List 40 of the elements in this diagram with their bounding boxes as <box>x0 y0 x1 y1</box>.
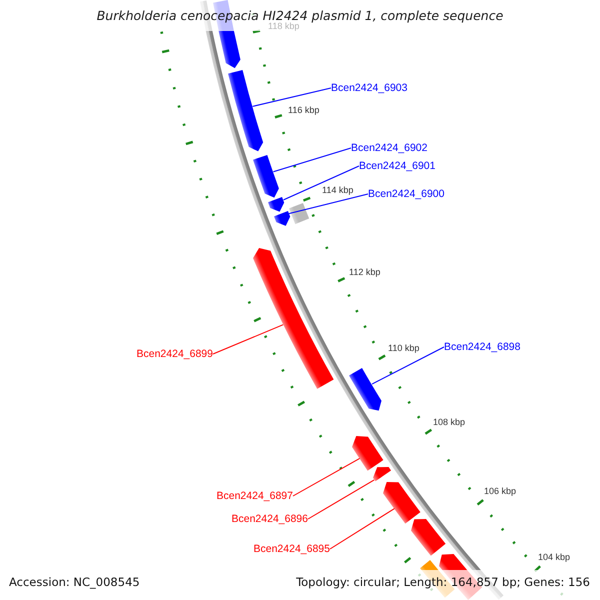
leader-line <box>292 458 360 496</box>
gene-feature <box>383 482 421 524</box>
gene-feature <box>274 210 290 226</box>
gene-label: Bcen2424_6902 <box>351 142 428 154</box>
gene-feature <box>352 436 384 470</box>
gene-label: Bcen2424_6903 <box>331 82 408 94</box>
gene-feature <box>410 518 446 556</box>
gene-label: Bcen2424_6899 <box>136 348 213 360</box>
accession-text: Accession: NC_008545 <box>9 575 140 589</box>
diagram-title: Burkholderia cenocepacia HI2424 plasmid 1, complete sequence <box>96 8 504 23</box>
scale-label: 108 kbp <box>433 417 466 427</box>
gene-feature <box>253 154 280 198</box>
scale-label: 116 kbp <box>288 105 320 115</box>
gene-label: Bcen2424_6896 <box>232 513 308 525</box>
gene-feature <box>228 70 264 152</box>
scale-label: 118 kbp <box>268 21 300 31</box>
gene-block <box>288 202 309 224</box>
leader-line <box>272 148 352 172</box>
gene-label: Bcen2424_6895 <box>254 543 330 555</box>
gene-feature <box>253 248 334 390</box>
gene-label: Bcen2424_6898 <box>444 341 520 353</box>
leader-line <box>372 346 444 385</box>
gene-feature <box>349 368 382 410</box>
leader-line <box>308 480 375 520</box>
gene-label: Bcen2424_6897 <box>216 490 293 502</box>
scale-label: 106 kbp <box>484 486 516 496</box>
leader-line <box>288 194 368 214</box>
scale-label: 114 kbp <box>322 185 354 195</box>
gene-feature <box>268 197 285 212</box>
scale-label: 112 kbp <box>349 267 380 277</box>
leader-line <box>283 166 360 200</box>
genome-info-text: Topology: circular; Length: 164,857 bp; Genes: 156 <box>296 575 590 589</box>
gene-label: Bcen2424_6900 <box>368 188 444 200</box>
leader-line <box>330 508 395 550</box>
gene-label: Bcen2424_6901 <box>359 160 436 172</box>
gene-feature <box>372 467 392 482</box>
scale-label: 104 kbp <box>538 552 570 562</box>
scale-label: 110 kbp <box>388 343 420 353</box>
leader-line <box>252 88 332 107</box>
leader-line <box>212 324 284 354</box>
